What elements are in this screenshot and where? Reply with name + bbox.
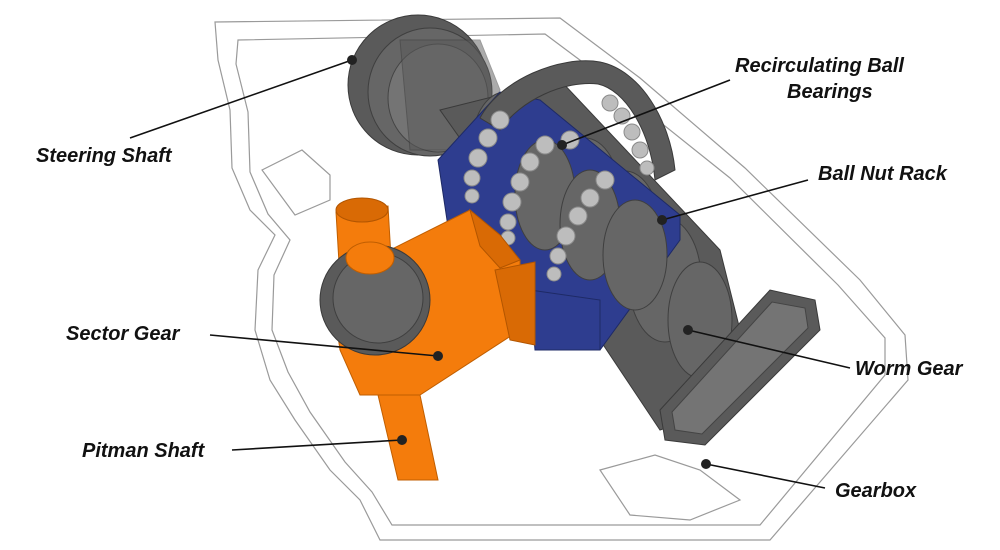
sector-gear [319, 197, 536, 396]
pitman-shaft [377, 394, 439, 481]
label-worm-gear: Worm Gear [855, 358, 964, 380]
ball-return-tube [479, 60, 676, 181]
recirculating-ball-bearings [463, 94, 655, 282]
label-recirculating-ball-line1: Recirculating Ball [735, 55, 904, 77]
label-recirculating-ball-line2: Bearings [787, 81, 873, 103]
leader-lines [129, 55, 851, 489]
label-sector-gear: Sector Gear [66, 323, 181, 345]
label-steering-shaft: Steering Shaft [36, 145, 173, 167]
gearbox-housing [214, 17, 909, 541]
label-pitman-shaft: Pitman Shaft [82, 440, 206, 462]
labels: Steering Shaft Recirculating Ball Bearin… [36, 55, 964, 502]
label-ball-nut-rack: Ball Nut Rack [818, 163, 948, 185]
label-gearbox: Gearbox [835, 480, 917, 502]
